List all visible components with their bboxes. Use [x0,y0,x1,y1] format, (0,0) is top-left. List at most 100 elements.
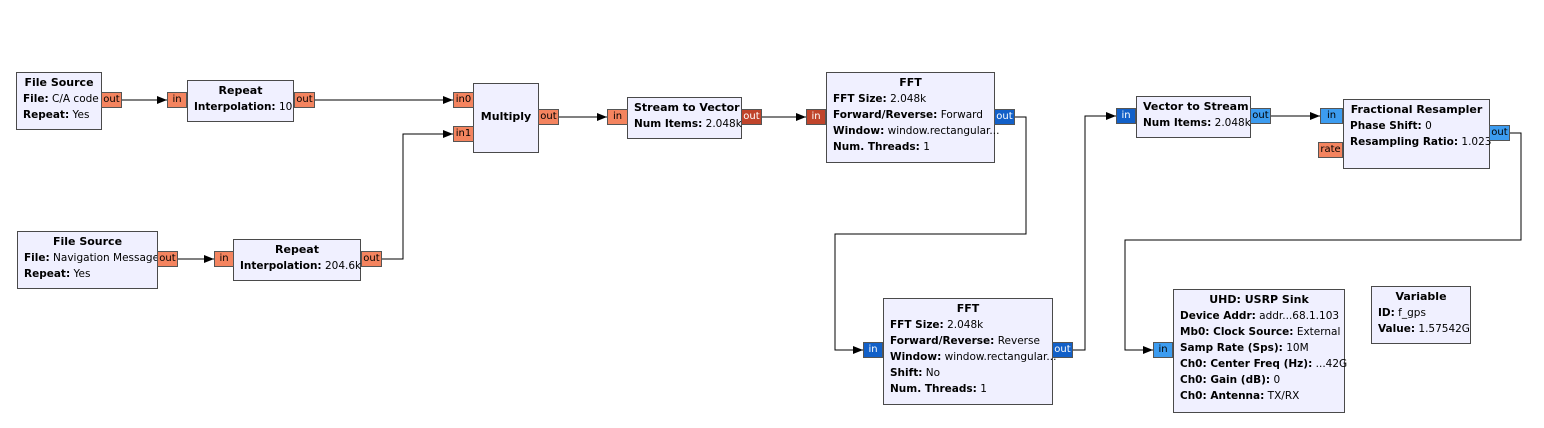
param-row: Value: 1.57542G [1378,321,1470,337]
param-row: Num. Threads: 1 [833,139,988,155]
port-v2s-out[interactable]: out [1250,108,1271,124]
port-fft1-out[interactable]: out [994,109,1015,125]
port-s2v-in[interactable]: in [607,109,628,125]
wire-resamp-usrp[interactable] [1124,132,1522,354]
param-value: ...42G [1315,358,1348,370]
param-key: Shift: [890,367,923,379]
port-mult-in0[interactable]: in0 [453,92,474,108]
param-key: Forward/Reverse: [833,109,938,121]
param-row: File: C/A code [23,91,99,107]
param-value: window.rectangular... [944,351,1057,363]
param-key: Ch0: Center Freq (Hz): [1180,358,1313,370]
wire-fft2-v2s[interactable] [1073,112,1116,351]
block-title: Variable [1395,290,1447,303]
port-resamp-out[interactable]: out [1489,125,1510,141]
param-value: 2.048k [890,93,927,105]
param-key: Forward/Reverse: [890,335,995,347]
port-rep2-out[interactable]: out [361,251,382,267]
wire-fft1-fft2[interactable] [834,116,1027,354]
param-value: Yes [72,109,90,121]
port-rep1-out[interactable]: out [294,92,315,108]
port-rep1-in[interactable]: in [167,92,187,108]
param-key: Repeat: [23,109,70,121]
block-title: Multiply [480,110,532,123]
param-key: Phase Shift: [1350,120,1422,132]
block-title: FFT [956,302,980,315]
param-value: External [1296,326,1341,338]
port-fs2-out[interactable]: out [157,251,178,267]
port-resamp-rate[interactable]: rate [1318,142,1343,158]
param-row: Ch0: Antenna: TX/RX [1180,388,1338,404]
param-row: Interpolation: 10 [194,99,292,115]
port-rep2-in[interactable]: in [214,251,234,267]
param-key: Resampling Ratio: [1350,136,1459,148]
param-row: Phase Shift: 0 [1350,118,1483,134]
param-row: ID: f_gps [1378,305,1464,321]
param-key: File: [24,252,50,264]
param-value: addr...68.1.103 [1259,310,1340,322]
param-key: Repeat: [24,268,71,280]
param-row: Shift: No [890,365,1046,381]
port-fft1-in[interactable]: in [806,109,826,125]
param-value: 1 [980,383,987,395]
param-value: 10M [1286,342,1309,354]
param-value: window.rectangular... [887,125,1000,137]
param-key: FFT Size: [833,93,887,105]
port-fft2-in[interactable]: in [863,342,883,358]
param-row: Mb0: Clock Source: External [1180,324,1341,340]
block-title: File Source [24,76,94,89]
param-row: Device Addr: addr...68.1.103 [1180,308,1340,324]
param-key: Mb0: Clock Source: [1180,326,1294,338]
param-key: ID: [1378,307,1395,319]
param-value: 204.6k [324,260,362,272]
param-key: Ch0: Antenna: [1180,390,1265,402]
port-fs1-out[interactable]: out [101,92,122,108]
param-row: File: Navigation Message [24,250,159,266]
port-usrp-in[interactable]: in [1153,342,1173,358]
port-v2s-in[interactable]: in [1116,108,1136,124]
port-resamp-in[interactable]: in [1320,108,1343,124]
param-value: 2.048k [947,319,984,331]
param-value: TX/RX [1267,390,1300,402]
param-row: Forward/Reverse: Forward [833,107,988,123]
param-value: C/A code [52,93,99,105]
param-value: f_gps [1398,307,1426,319]
param-value: 2.048k [1214,117,1251,129]
param-row: Num Items: 2.048k [634,116,742,132]
block-multiply[interactable]: Multiply [473,83,539,153]
port-mult-in1[interactable]: in1 [453,126,474,142]
param-key: Window: [833,125,885,137]
block-title: File Source [52,235,123,248]
param-key: Num Items: [634,118,703,130]
param-row: Num. Threads: 1 [890,381,1046,397]
param-value: Reverse [997,335,1040,347]
param-row: FFT Size: 2.048k [833,91,988,107]
param-row: Forward/Reverse: Reverse [890,333,1046,349]
param-row: Ch0: Center Freq (Hz): ...42G [1180,356,1347,372]
param-value: 1.023 [1461,136,1492,148]
param-value: Navigation Message [53,252,160,264]
param-row: Window: window.rectangular... [890,349,1056,365]
wire-rep2-mult[interactable] [381,130,453,260]
param-key: Samp Rate (Sps): [1180,342,1283,354]
port-s2v-out[interactable]: out [741,109,762,125]
param-row: Samp Rate (Sps): 10M [1180,340,1338,356]
block-title: UHD: USRP Sink [1209,293,1309,306]
port-mult-out[interactable]: out [538,109,559,125]
param-row: FFT Size: 2.048k [890,317,1046,333]
port-fft2-out[interactable]: out [1052,342,1073,358]
param-row: Ch0: Gain (dB): 0 [1180,372,1338,388]
param-row: Window: window.rectangular... [833,123,999,139]
param-row: Num Items: 2.048k [1143,115,1251,131]
